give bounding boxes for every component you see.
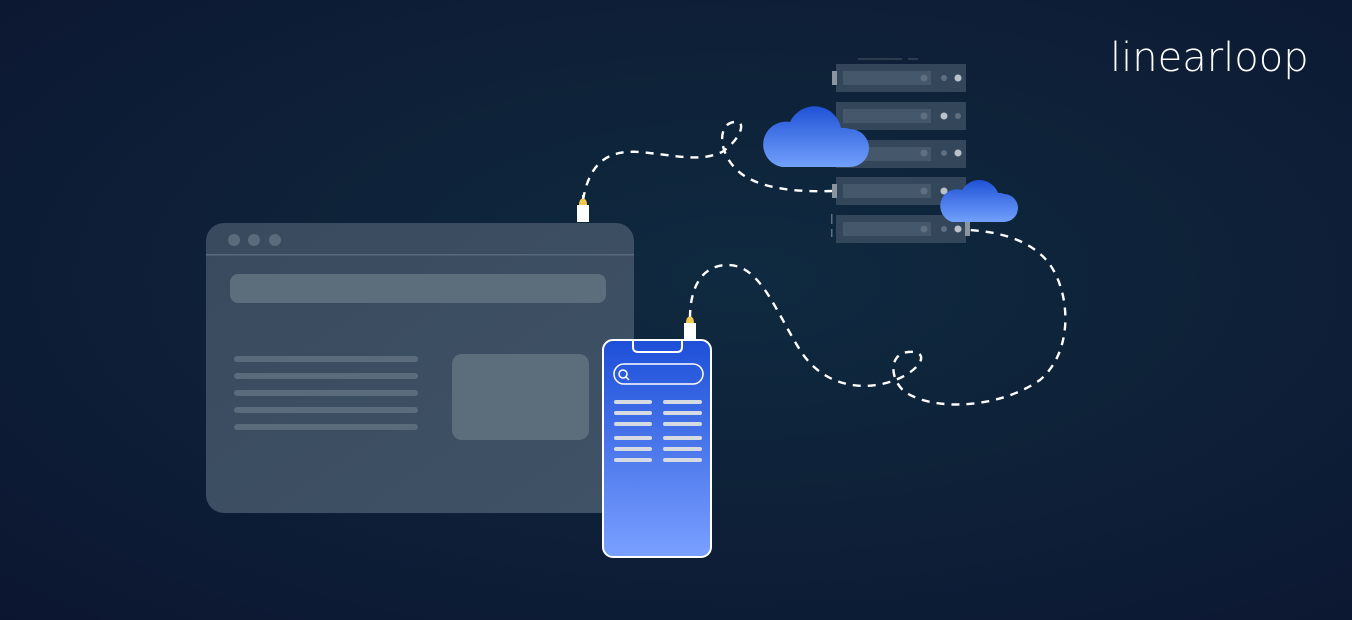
server-unit: [836, 102, 966, 130]
phone-notch: [632, 341, 683, 353]
server-unit: [832, 177, 966, 205]
window-dot: [248, 234, 260, 246]
cable-phone-to-server: [688, 228, 1067, 406]
plug-connector: [577, 195, 589, 222]
address-bar: [230, 274, 606, 303]
image-placeholder: [452, 354, 589, 440]
search-icon: [618, 369, 630, 381]
mobile-phone: [602, 339, 712, 558]
server-rack: [831, 58, 970, 243]
cloud-icon-small: [940, 180, 1018, 222]
window-dot: [228, 234, 240, 246]
browser-window: [206, 223, 634, 513]
cloud-icon-large: [763, 106, 869, 167]
list-rows: [614, 400, 702, 462]
window-dot: [269, 234, 281, 246]
server-unit: [832, 64, 966, 92]
linearloop-logo: linearloop: [1110, 35, 1309, 81]
dashed-cables: [581, 120, 1067, 406]
text-lines: [234, 356, 418, 430]
plug-connector: [684, 313, 696, 340]
server-unit: [831, 214, 970, 243]
search-bar: [613, 363, 704, 385]
